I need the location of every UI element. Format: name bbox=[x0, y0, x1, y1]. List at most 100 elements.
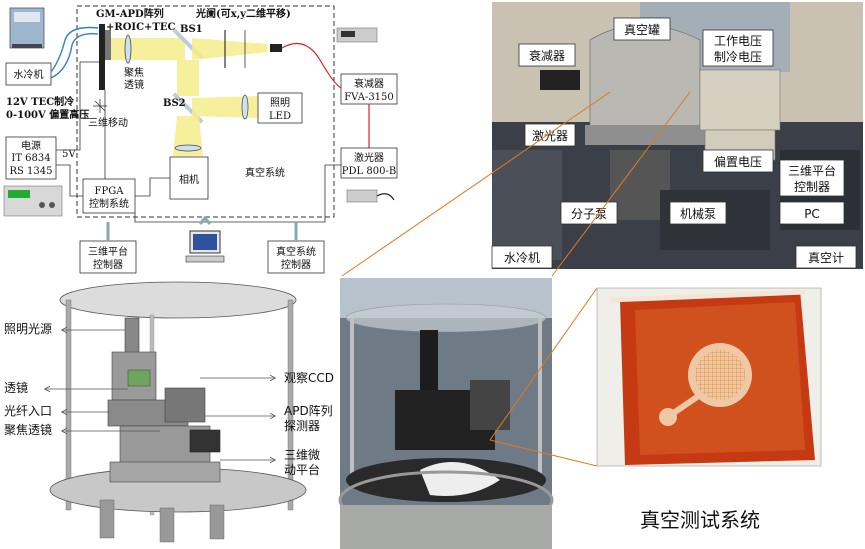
photo-mechanical-pump: 机械泵 bbox=[680, 206, 716, 221]
photo-work-voltage-line2: 制冷电压 bbox=[714, 50, 762, 64]
cad-base-block bbox=[109, 461, 221, 483]
cad-block-green bbox=[127, 369, 151, 387]
cad-apd-line1: APD阵列 bbox=[284, 404, 333, 418]
focus-lens-icon bbox=[124, 34, 132, 64]
photo-box-vacuum-tank bbox=[613, 17, 671, 41]
photo-bias-voltage: 偏置电压 bbox=[714, 154, 762, 169]
photo-stage-ctrl-line1: 三维平台 bbox=[788, 163, 836, 178]
vac-ctrl-line2: 控制器 bbox=[281, 258, 311, 271]
attenuator-box bbox=[340, 73, 398, 105]
vacuum-tank-shape bbox=[589, 24, 701, 131]
cad-pillar-2 bbox=[287, 299, 294, 511]
laser-line1: 激光器 bbox=[354, 151, 384, 164]
fiber-connector bbox=[270, 44, 282, 52]
power-supply-device-icon bbox=[3, 185, 63, 217]
cad-column bbox=[124, 317, 140, 355]
attenuator-line1: 衰减器 bbox=[354, 77, 384, 90]
stage-ctrl-box bbox=[79, 240, 137, 274]
focus-lens-line2: 透镜 bbox=[124, 78, 144, 91]
tec-line1: 12V TEC制冷 bbox=[6, 95, 74, 108]
cooling-pipe-blue-2 bbox=[50, 33, 99, 79]
photo-box-work-voltage bbox=[702, 29, 774, 67]
photo-box-vacuum-gauge bbox=[795, 245, 857, 269]
wire-laser-fpga bbox=[134, 164, 341, 223]
led-line2: LED bbox=[269, 111, 291, 122]
focus-lens-line1: 聚焦 bbox=[124, 66, 144, 79]
fiber-red bbox=[281, 42, 342, 89]
chiller-label: 水冷机 bbox=[14, 68, 44, 81]
cad-apd-line2: 探测器 bbox=[284, 419, 320, 433]
wire-camera-fpga bbox=[135, 177, 170, 197]
cad-stage-line2: 动平台 bbox=[284, 462, 320, 477]
photo-box-bias-voltage bbox=[702, 149, 774, 173]
power-box bbox=[5, 136, 57, 180]
photo-box-laser bbox=[524, 123, 576, 147]
cad-fiber-input-label: 光纤入口 bbox=[4, 404, 52, 418]
beam-bs2-led bbox=[192, 96, 258, 118]
five-v-label: 5V bbox=[62, 149, 76, 160]
camera-box bbox=[169, 156, 209, 200]
cad-model: 照明光源 透镜 光纤入口 聚焦透镜 观察CCD APD阵列 探测器 三维微 动平… bbox=[4, 281, 334, 543]
beam-bs1-bs2 bbox=[177, 60, 199, 96]
stage-ctrl-line2: 控制器 bbox=[93, 258, 123, 271]
chiller-device-icon bbox=[9, 7, 45, 49]
photo-stage-ctrl-line2: 控制器 bbox=[794, 180, 830, 194]
apd-title-line2: +ROIC+TEC bbox=[106, 22, 175, 33]
chiller-box bbox=[5, 62, 52, 86]
laser-line2: PDL 800-B bbox=[342, 166, 396, 177]
photo-box-chiller bbox=[491, 245, 553, 269]
schematic-diagram: 水冷机 GM-APD阵列 +ROIC+TEC 聚焦 透镜 BS1 光阑(可x,y… bbox=[3, 5, 398, 274]
vac-ctrl-line1: 真空系统 bbox=[276, 245, 316, 258]
wire-power-fpga bbox=[56, 164, 83, 197]
diaphragm-label: 光阑(可x,y二维平移) bbox=[195, 7, 291, 20]
beam-apd-bs1 bbox=[111, 38, 185, 60]
attenuator-line2: FVA-3150 bbox=[344, 92, 394, 103]
photo-molecular-pump: 分子泵 bbox=[571, 207, 607, 221]
power-line2: IT 6834 bbox=[11, 153, 50, 164]
cad-block-3 bbox=[164, 387, 206, 423]
fpga-line1: FPGA bbox=[95, 186, 125, 197]
cad-pillar-1 bbox=[65, 299, 72, 511]
photo-attenuator: 衰减器 bbox=[529, 48, 565, 63]
cad-motor bbox=[189, 429, 221, 453]
camera-lens-icon bbox=[174, 144, 202, 152]
cad-illumination-label: 照明光源 bbox=[4, 322, 52, 336]
connector-line-2 bbox=[551, 91, 691, 277]
connector-line-1 bbox=[341, 91, 611, 277]
cad-leg-1 bbox=[99, 499, 115, 539]
attenuator-device-icon bbox=[336, 27, 378, 43]
photo-chiller: 水冷机 bbox=[504, 251, 540, 265]
cad-focus-lens-label: 聚焦透镜 bbox=[4, 422, 52, 437]
photo-laser: 激光器 bbox=[532, 129, 568, 143]
photo-box-attenuator bbox=[518, 43, 576, 67]
fpga-box bbox=[82, 178, 136, 214]
lab-photo: 衰减器 真空罐 工作电压 制冷电压 激光器 偏置电压 三维平台 控制器 分子泵 … bbox=[491, 2, 863, 269]
bs1-label: BS1 bbox=[180, 24, 203, 35]
power-line1: 电源 bbox=[21, 139, 41, 152]
cad-leg-2 bbox=[209, 504, 225, 540]
connector-line-3 bbox=[489, 287, 598, 441]
led-lens-icon bbox=[241, 94, 249, 120]
cad-ccd-label: 观察CCD bbox=[284, 371, 334, 385]
photo-vacuum-gauge: 真空计 bbox=[808, 251, 844, 265]
fpga-line2: 控制系统 bbox=[89, 197, 129, 210]
cooling-pipe-blue bbox=[50, 26, 99, 73]
photo-box-mechanical-pump bbox=[669, 201, 727, 225]
cad-stage-line1: 三维微 bbox=[284, 448, 320, 462]
cad-top-plate bbox=[59, 281, 297, 319]
bs2-label: BS2 bbox=[163, 98, 186, 109]
laser-device-icon bbox=[346, 189, 395, 203]
apd-heatsink bbox=[105, 30, 111, 60]
photo-vacuum-tank: 真空罐 bbox=[624, 23, 660, 37]
photo-pc: PC bbox=[804, 207, 820, 221]
wire-power-apd bbox=[56, 61, 99, 151]
camera-label: 相机 bbox=[179, 173, 199, 186]
tec-line2: 0-100V 偏置高压 bbox=[6, 108, 89, 121]
photo-box-stage-ctrl bbox=[779, 159, 845, 197]
power-line3: RS 1345 bbox=[9, 166, 52, 177]
laser-box bbox=[340, 147, 398, 179]
vacuum-system-label: 真空系统 bbox=[245, 166, 285, 179]
apd-title-line1: GM-APD阵列 bbox=[96, 7, 164, 20]
chamber-photo bbox=[338, 278, 554, 549]
photo-box-pc bbox=[779, 201, 845, 225]
